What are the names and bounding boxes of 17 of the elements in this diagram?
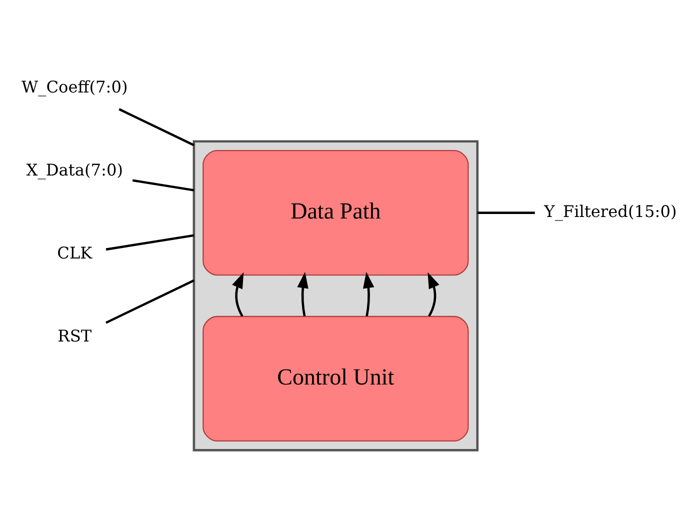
arrow	[362, 272, 374, 316]
node-box: Control Unit	[202, 316, 469, 442]
connector	[106, 279, 194, 324]
node-text: W_Coeff(7:0)	[22, 78, 128, 97]
arrow	[428, 272, 440, 317]
connector	[477, 212, 535, 214]
node-text: CLK	[57, 244, 92, 263]
node-box: Data Path	[202, 150, 469, 276]
connector	[118, 108, 194, 146]
node-text: RST	[58, 326, 92, 346]
connector	[132, 179, 194, 192]
node-text: Y_Filtered(15:0)	[544, 202, 677, 222]
cluster	[192, 140, 479, 452]
node-text: X_Data(7:0)	[26, 160, 124, 180]
connector	[106, 234, 194, 251]
arrow	[297, 272, 308, 316]
arrow	[232, 272, 244, 317]
